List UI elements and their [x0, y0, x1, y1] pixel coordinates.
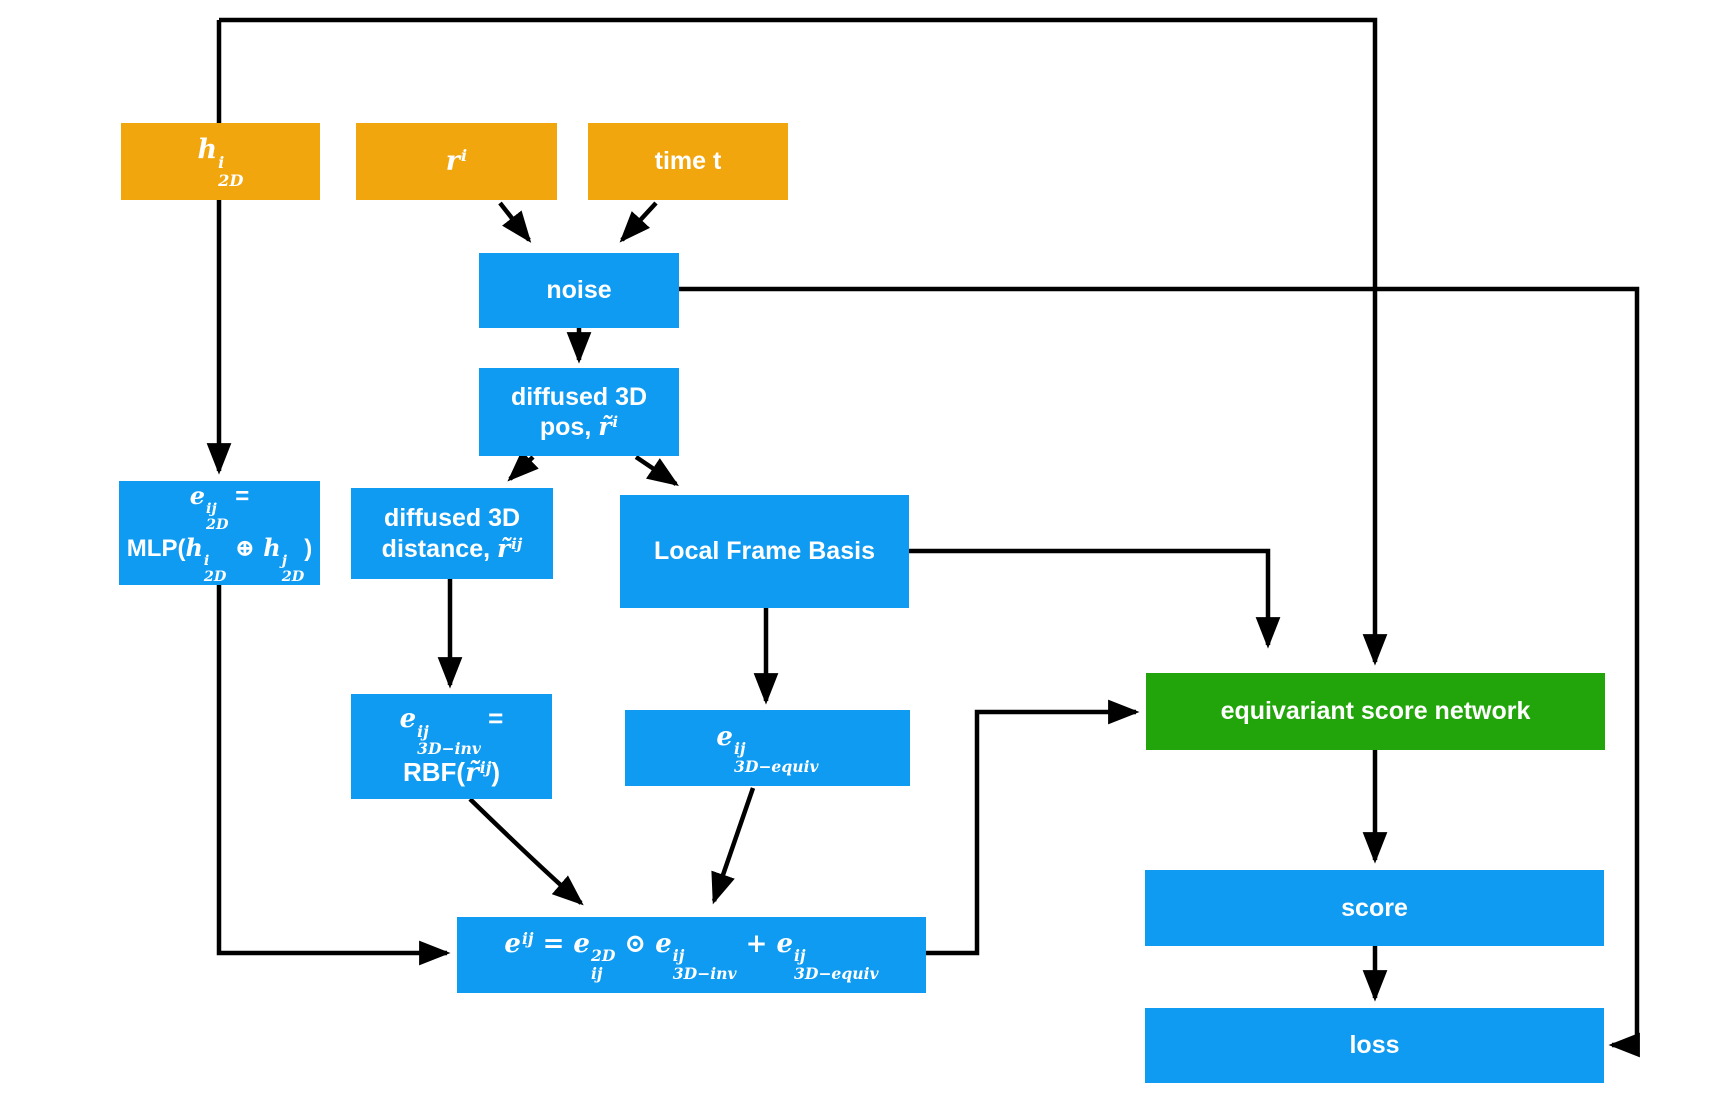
edge-noise-right-to-loss — [679, 286, 1640, 1058]
edge-inv-to-formula — [468, 797, 584, 906]
edge-lfb-to-esn — [909, 548, 1281, 649]
node-local-frame-basis: Local Frame Basis — [620, 495, 909, 608]
node-loss: loss — [1145, 1008, 1604, 1083]
node-noise: noise — [479, 253, 679, 328]
node-label-line2: pos, r̃i — [539, 412, 619, 441]
edge-formula-to-esn — [926, 699, 1140, 956]
node-r-input: ri — [356, 123, 557, 200]
node-label-line2: distance, r̃ij — [381, 533, 523, 563]
node-equivariant-score-network: equivariant score network — [1146, 673, 1605, 750]
edge-equiv-to-formula — [711, 787, 756, 905]
node-time-t: time t — [588, 123, 788, 200]
edge-timet-to-noise — [619, 201, 658, 243]
edge-pos-to-lfb — [634, 455, 679, 487]
node-label-line1: diffused 3D — [383, 504, 521, 532]
node-label: score — [1341, 893, 1408, 922]
edge-e2d-to-formula — [216, 585, 451, 966]
node-score: score — [1145, 870, 1604, 946]
node-label: Local Frame Basis — [654, 537, 875, 566]
node-label: ri — [445, 145, 468, 177]
node-diffused-3d-pos: diffused 3D pos, r̃i — [479, 368, 679, 456]
edge-ri-to-noise — [498, 201, 532, 243]
node-label: equivariant score network — [1220, 697, 1531, 726]
node-label: noise — [546, 276, 612, 305]
node-diffused-3d-distance: diffused 3D distance, r̃ij — [351, 488, 553, 579]
edge-pos-to-dist — [507, 450, 539, 482]
node-label-line1: diffused 3D — [510, 382, 648, 411]
node-label: time t — [654, 147, 722, 176]
node-label-line2: RBF(r̃ij) — [402, 757, 501, 789]
edge-h2d-top-to-esn — [219, 17, 1388, 666]
node-label: loss — [1349, 1031, 1400, 1060]
